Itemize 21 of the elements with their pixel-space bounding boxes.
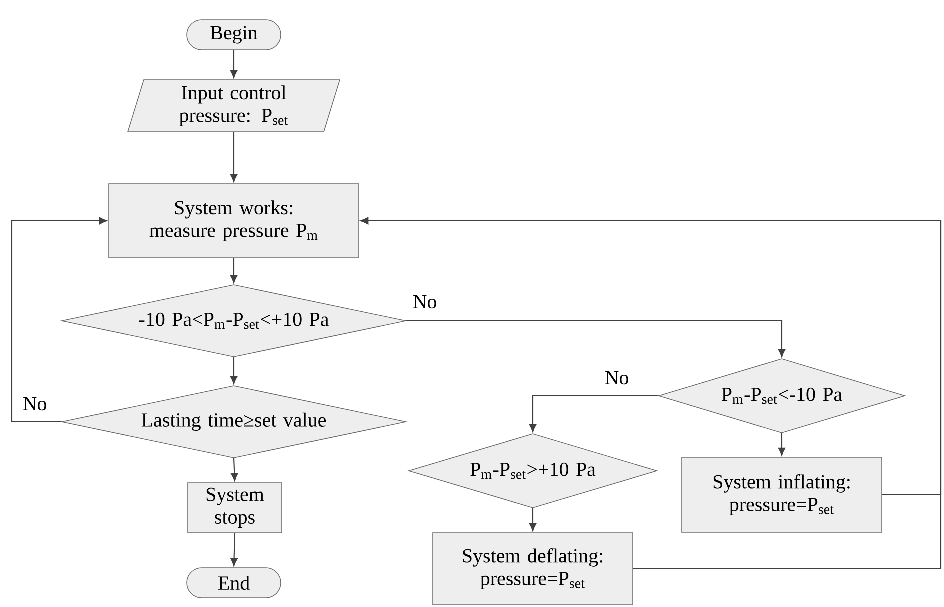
edge-label: No xyxy=(603,370,631,386)
process-box: System stops xyxy=(188,482,282,534)
arrow xyxy=(230,533,238,566)
arrow xyxy=(11,217,108,423)
edge-label: No xyxy=(411,294,439,310)
arrow xyxy=(230,132,238,182)
process-box: System works: measure pressure P$_{m}$ xyxy=(108,184,360,258)
start-terminal: Begin xyxy=(186,20,282,50)
arrow xyxy=(406,320,786,358)
arrow xyxy=(230,258,238,284)
edge-label: No xyxy=(21,396,49,412)
arrow xyxy=(230,357,238,384)
arrow xyxy=(230,50,238,78)
arrow xyxy=(231,458,238,482)
arrow xyxy=(778,433,786,456)
process-box: System deflating: pressure=P$_{set}$ xyxy=(432,532,634,606)
arrow xyxy=(529,508,537,532)
arrow xyxy=(360,217,942,570)
end-terminal: End xyxy=(186,568,282,598)
arrow xyxy=(529,395,659,432)
process-box: System inflating: pressure=P$_{set}$ xyxy=(682,457,882,533)
